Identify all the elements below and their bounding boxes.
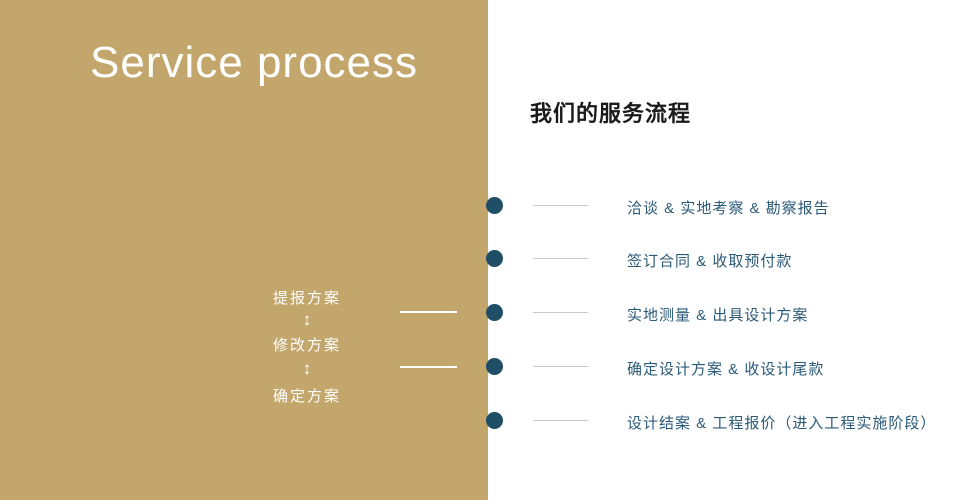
timeline-connector [533, 366, 588, 367]
timeline-label: 确定设计方案 & 收设计尾款 [627, 361, 825, 378]
timeline-row: 洽谈 & 实地考察 & 勘察报告 [0, 196, 970, 217]
timeline-dot-icon [486, 412, 503, 429]
timeline-label: 洽谈 & 实地考察 & 勘察报告 [627, 200, 830, 217]
flow-connector-line [400, 366, 457, 368]
timeline-row: 签订合同 & 收取预付款 [0, 249, 970, 270]
flow-step-label: 确定方案 [272, 388, 341, 405]
page-title: Service process [90, 38, 419, 87]
flow-connector-line [400, 311, 457, 313]
timeline-dot-icon [486, 197, 503, 214]
timeline-row: 设计结案 & 工程报价（进入工程实施阶段） [0, 411, 970, 432]
timeline-connector [533, 205, 588, 206]
timeline-label: 设计结案 & 工程报价（进入工程实施阶段） [627, 415, 937, 432]
gold-panel [0, 0, 488, 500]
timeline-label: 签订合同 & 收取预付款 [627, 253, 793, 270]
timeline-dot-icon [486, 304, 503, 321]
flow-step-label: 修改方案 [272, 337, 341, 354]
section-subtitle: 我们的服务流程 [530, 101, 692, 126]
timeline-label: 实地测量 & 出具设计方案 [627, 307, 809, 324]
flow-arrow-icon: ↕ [302, 359, 312, 378]
timeline-row: 确定设计方案 & 收设计尾款 [0, 357, 970, 378]
timeline-connector [533, 258, 588, 259]
timeline-connector [533, 312, 588, 313]
flow-arrow-icon: ↕ [302, 310, 312, 329]
timeline-dot-icon [486, 358, 503, 375]
timeline-row: 实地测量 & 出具设计方案 [0, 303, 970, 324]
flow-step-label: 提报方案 [272, 290, 341, 307]
timeline-dot-icon [486, 250, 503, 267]
timeline-connector [533, 420, 588, 421]
